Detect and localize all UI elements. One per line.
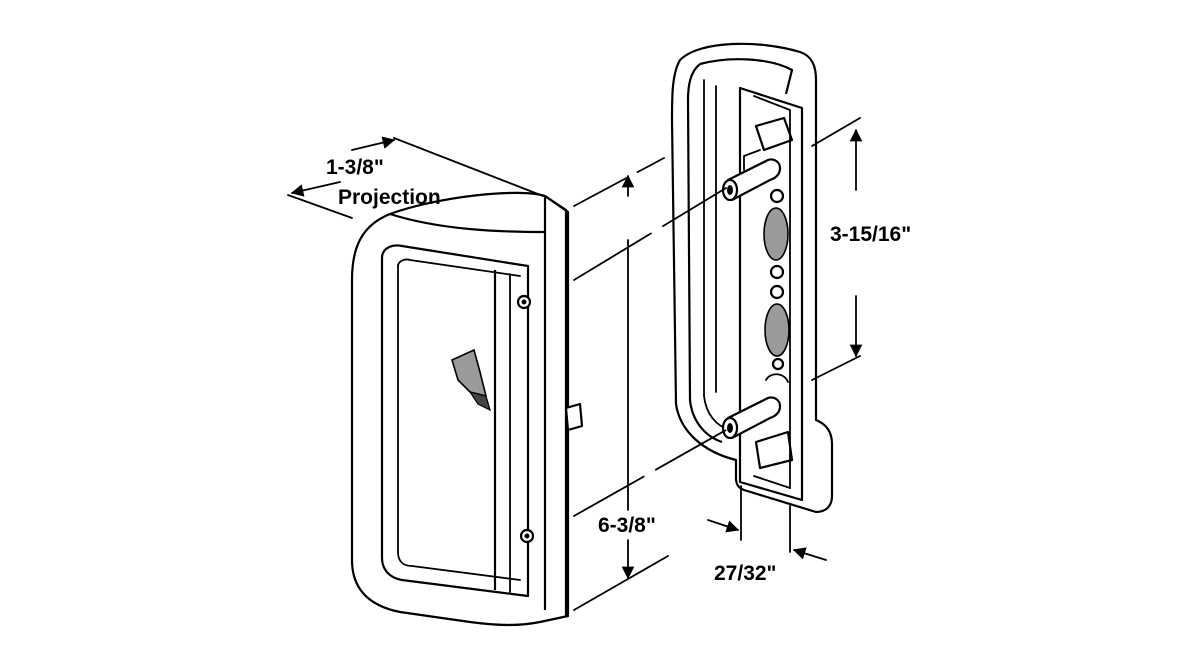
inside-handle-body — [670, 42, 834, 514]
projection-label: Projection — [338, 186, 441, 209]
outside-handle — [350, 191, 584, 627]
mounting-slot-bottom — [764, 303, 790, 357]
projection-value-label: 1-3/8" — [326, 156, 384, 179]
handle-height-label: 6-3/8" — [598, 514, 656, 537]
mounting-channel — [738, 86, 804, 502]
dimension-lines — [287, 117, 863, 611]
thickness-label: 27/32" — [714, 562, 777, 585]
mounting-post-bottom — [721, 396, 782, 440]
inside-handle — [670, 42, 834, 514]
mounting-slot-top — [763, 207, 789, 261]
hole-spacing-label: 3-15/16" — [830, 223, 911, 246]
outside-handle-body — [350, 191, 570, 627]
outside-handle-recess — [380, 244, 530, 598]
